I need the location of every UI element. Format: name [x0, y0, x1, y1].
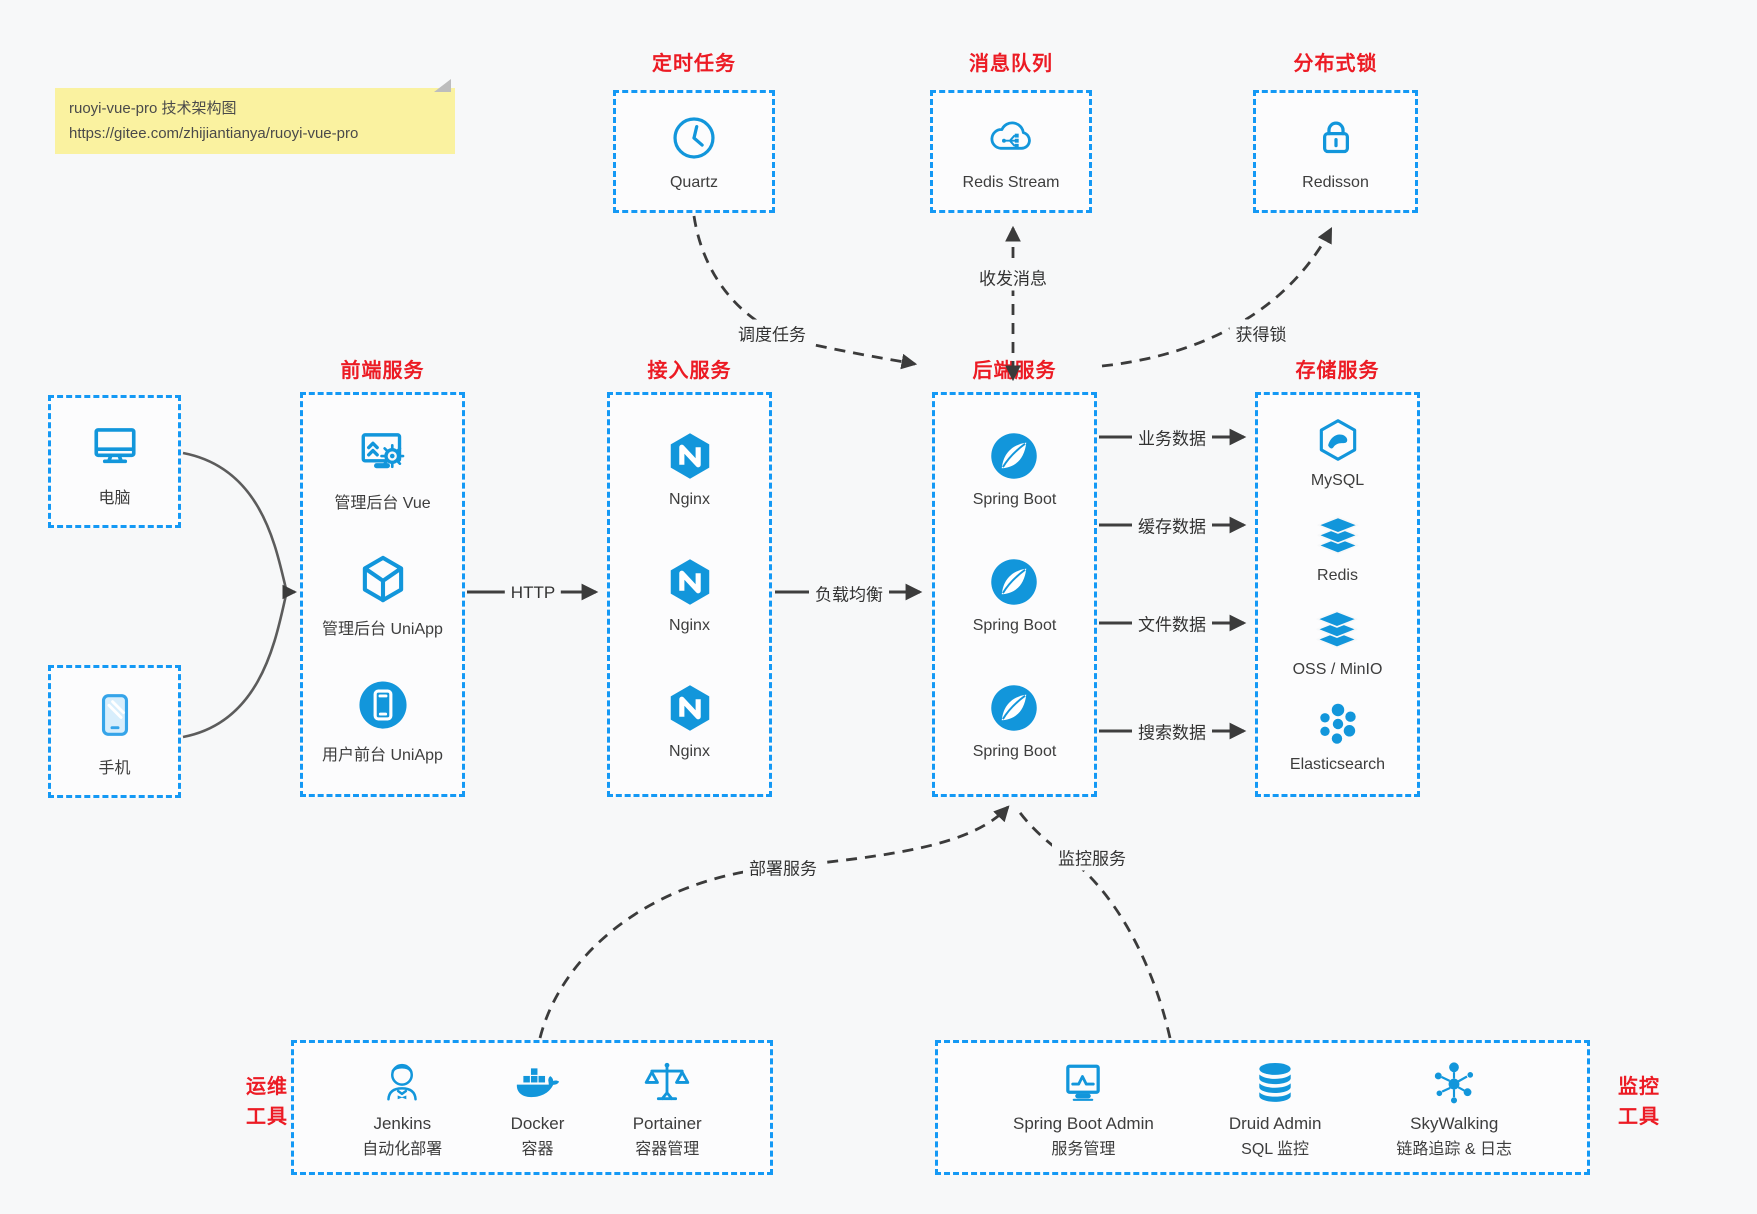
- section-title-backend: 后端服务: [972, 360, 1057, 382]
- mobile-client-box: 手机: [48, 665, 181, 798]
- edge-label-schedule: 调度任务: [732, 319, 812, 347]
- spring-boot-admin-icon: [1057, 1057, 1109, 1109]
- pc-client-label: 电脑: [98, 489, 131, 507]
- edge-label-business-data: 业务数据: [1132, 423, 1212, 451]
- gateway-item-nginx-3: Nginx: [662, 680, 718, 761]
- edge-label-cache-data: 缓存数据: [1132, 511, 1212, 539]
- section-title-storage: 存储服务: [1295, 360, 1380, 382]
- frontend-box: 管理后台 Vue 管理后台 UniApp 用户前台 UniApp: [300, 392, 465, 797]
- elasticsearch-icon: [1313, 699, 1363, 749]
- ops-item-portainer: Portainer 容器管理: [633, 1057, 702, 1159]
- admin-vue-icon: [353, 424, 411, 482]
- section-title-monitor-tools: 监控 工具: [1618, 1076, 1660, 1128]
- redisson-box: Redisson: [1253, 90, 1418, 213]
- edge-label-file-data: 文件数据: [1132, 609, 1212, 637]
- docker-icon: [512, 1057, 564, 1109]
- quartz-box: Quartz: [613, 90, 775, 213]
- edge-label-lock: 获得锁: [1229, 319, 1293, 347]
- section-title-scheduled-jobs: 定时任务: [652, 53, 736, 75]
- monitor-item-druid-admin: Druid Admin SQL 监控: [1229, 1057, 1321, 1159]
- spring-boot-icon: [986, 554, 1042, 610]
- nginx-icon: [662, 428, 718, 484]
- storage-box: MySQL Redis OSS / MinIO Elasticsearch: [1255, 392, 1420, 797]
- redis-stream-box: Redis Stream: [930, 90, 1092, 213]
- note-url: https://gitee.com/zhijiantianya/ruoyi-vu…: [69, 124, 359, 142]
- ops-tools-box: Jenkins 自动化部署 Docker 容器 Portainer 容器管理: [291, 1040, 773, 1175]
- uniapp-cube-icon: [354, 550, 412, 608]
- cloud-stream-icon: [985, 112, 1037, 164]
- skywalking-icon: [1428, 1057, 1480, 1109]
- backend-item-springboot-2: Spring Boot: [973, 554, 1056, 635]
- section-title-gateway: 接入服务: [647, 360, 732, 382]
- user-app-icon: [354, 676, 412, 734]
- mysql-icon: [1313, 415, 1363, 465]
- oss-minio-icon: [1312, 604, 1362, 654]
- arrow-acquire-lock: [1101, 227, 1333, 368]
- monitor-item-spring-boot-admin: Spring Boot Admin 服务管理: [1013, 1057, 1154, 1159]
- storage-item-oss-minio: OSS / MinIO: [1293, 604, 1382, 679]
- edge-label-http: HTTP: [504, 582, 562, 604]
- pc-client-box: 电脑: [48, 395, 181, 528]
- backend-item-springboot-1: Spring Boot: [973, 428, 1056, 509]
- frontend-item-admin-vue: 管理后台 Vue: [334, 424, 431, 513]
- storage-item-mysql: MySQL: [1311, 415, 1364, 490]
- note-title: ruoyi-vue-pro 技术架构图: [69, 100, 237, 117]
- portainer-icon: [641, 1057, 693, 1109]
- gateway-box: Nginx Nginx Nginx: [607, 392, 772, 797]
- frontend-item-user-uniapp: 用户前台 UniApp: [322, 676, 443, 765]
- jenkins-icon: [376, 1057, 428, 1109]
- edge-label-search-data: 搜索数据: [1132, 717, 1212, 745]
- edge-label-deploy: 部署服务: [743, 853, 823, 881]
- arrow-deploy: [538, 805, 1010, 1039]
- edge-label-messages: 收发消息: [973, 263, 1053, 291]
- clock-icon: [668, 112, 720, 164]
- monitor-tools-box: Spring Boot Admin 服务管理 Druid Admin SQL 监…: [935, 1040, 1590, 1175]
- redis-stream-label: Redis Stream: [962, 173, 1060, 191]
- redisson-label: Redisson: [1302, 173, 1369, 191]
- nginx-icon: [662, 554, 718, 610]
- frontend-item-admin-uniapp: 管理后台 UniApp: [322, 550, 443, 639]
- section-title-ops-tools: 运维 工具: [246, 1076, 288, 1128]
- section-title-message-queue: 消息队列: [969, 53, 1053, 75]
- ops-item-docker: Docker 容器: [511, 1057, 564, 1159]
- smartphone-icon: [86, 686, 144, 744]
- client-merge-lines: [182, 451, 298, 739]
- ops-item-jenkins: Jenkins 自动化部署: [362, 1057, 442, 1159]
- section-title-frontend: 前端服务: [340, 360, 425, 382]
- spring-boot-icon: [986, 680, 1042, 736]
- quartz-label: Quartz: [669, 173, 718, 191]
- backend-box: Spring Boot Spring Boot Spring Boot: [932, 392, 1097, 797]
- storage-item-redis: Redis: [1313, 510, 1363, 585]
- backend-item-springboot-3: Spring Boot: [973, 680, 1056, 761]
- mobile-client-label: 手机: [98, 759, 131, 777]
- spring-boot-icon: [986, 428, 1042, 484]
- sticky-note: ruoyi-vue-pro 技术架构图 https://gitee.com/zh…: [55, 79, 455, 154]
- edge-label-load-balance: 负载均衡: [809, 579, 889, 607]
- monitor-item-skywalking: SkyWalking 链路追踪 & 日志: [1396, 1057, 1512, 1159]
- gateway-item-nginx-1: Nginx: [662, 428, 718, 509]
- redis-icon: [1313, 510, 1363, 560]
- section-title-distributed-lock: 分布式锁: [1293, 53, 1378, 75]
- edge-label-monitor: 监控服务: [1052, 843, 1132, 871]
- desktop-icon: [86, 416, 144, 474]
- gateway-item-nginx-2: Nginx: [662, 554, 718, 635]
- nginx-icon: [662, 680, 718, 736]
- storage-item-elasticsearch: Elasticsearch: [1290, 699, 1385, 774]
- druid-icon: [1249, 1057, 1301, 1109]
- lock-icon: [1310, 112, 1362, 164]
